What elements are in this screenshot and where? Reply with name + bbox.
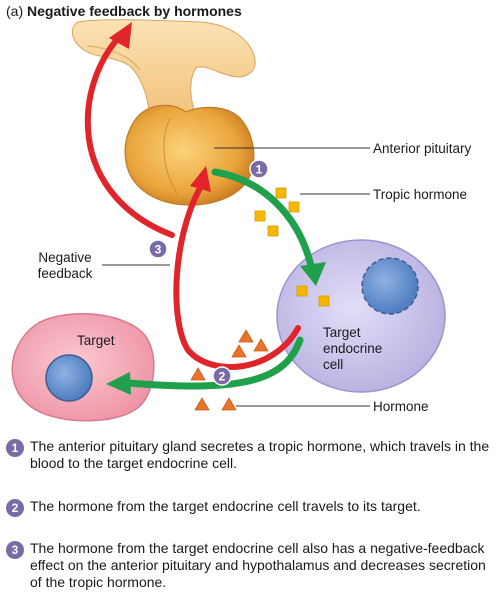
tropic-hormone-square (275, 187, 287, 199)
target-endocrine-cell-label: Target endocrine cell (323, 325, 382, 373)
diagram-badge-3: 3 (148, 239, 168, 259)
step-2-badge: 2 (6, 499, 24, 517)
tropic-hormone-label: Tropic hormone (373, 187, 468, 202)
anterior-pituitary-label: Anterior pituitary (373, 141, 472, 156)
panel-letter: (a) (6, 3, 24, 19)
step-3-badge: 3 (6, 541, 24, 559)
hormone-to-target-arrow (106, 336, 304, 395)
tropic-hormone-square (267, 225, 279, 237)
negative-feedback-label: Negative feedback (30, 250, 100, 282)
diagram-badge-1: 1 (249, 159, 269, 179)
target-cell (11, 313, 155, 422)
diagram-badge-2: 2 (212, 366, 232, 386)
secretion-arrow (211, 168, 326, 286)
target-endocrine-label-line3: cell (323, 357, 344, 372)
hormone-triangle (221, 397, 237, 411)
hormone-triangle (190, 367, 206, 381)
step-1-badge: 1 (6, 439, 24, 457)
step-1-text: The anterior pituitary gland secretes a … (30, 438, 490, 471)
hormone-triangle (253, 338, 269, 352)
tropic-hormone-square (254, 210, 266, 222)
svg-text:2: 2 (219, 370, 226, 384)
hormone-molecules (190, 329, 269, 411)
hypothalamus (71, 19, 256, 119)
negative-feedback-label-line2: feedback (37, 266, 93, 281)
anterior-pituitary-gland (124, 104, 255, 206)
svg-text:1: 1 (256, 163, 263, 177)
step-3-text: The hormone from the target endocrine ce… (30, 540, 486, 590)
hormone-triangle (238, 329, 254, 343)
target-cell-nucleus (45, 354, 93, 402)
tropic-hormone-square (318, 295, 330, 307)
figure-title: (a) Negative feedback by hormones (6, 3, 242, 19)
endocrine-cell-nucleus (361, 257, 419, 315)
hormone-triangle (231, 344, 247, 358)
hormone-label: Hormone (373, 399, 429, 414)
tropic-hormone-molecules (254, 187, 330, 307)
target-label: Target (77, 333, 115, 348)
target-endocrine-label-line1: Target (323, 325, 361, 340)
svg-text:3: 3 (155, 243, 162, 257)
target-endocrine-label-line2: endocrine (323, 341, 383, 356)
tropic-hormone-square (296, 285, 308, 297)
hormone-triangle (194, 397, 210, 411)
negative-feedback-arrows (84, 22, 301, 370)
leader-lines (102, 147, 370, 407)
tropic-hormone-square (288, 201, 300, 213)
title-text: Negative feedback by hormones (27, 3, 242, 19)
negative-feedback-label-line1: Negative (38, 250, 92, 265)
step-2-text: The hormone from the target endocrine ce… (30, 498, 421, 514)
